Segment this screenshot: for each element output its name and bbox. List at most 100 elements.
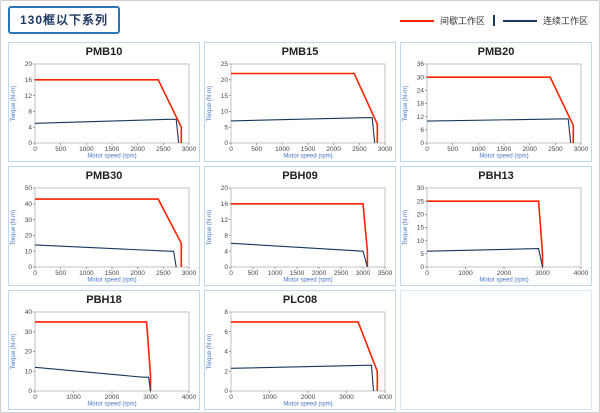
x-tick-label: 2500	[156, 146, 171, 153]
y-tick-label: 0	[420, 264, 424, 271]
y-tick-label: 8	[28, 109, 32, 116]
intermittent-legend-label: 间歇工作区	[439, 16, 485, 26]
y-tick-label: 0	[420, 140, 424, 147]
y-axis-label: Torque (N·m)	[207, 334, 213, 369]
y-tick-label: 25	[221, 61, 229, 68]
x-tick-label: 500	[55, 146, 66, 153]
x-tick-label: 1500	[290, 270, 305, 277]
y-tick-label: 12	[221, 217, 229, 224]
y-tick-label: 0	[28, 140, 32, 147]
x-tick-label: 1000	[458, 270, 473, 277]
y-axis-label: Torque (N·m)	[207, 210, 213, 245]
y-tick-label: 30	[417, 74, 425, 81]
x-tick-label: 2000	[130, 146, 145, 153]
x-tick-label: 3000	[182, 146, 197, 153]
intermittent-zone-line	[35, 78, 183, 143]
y-tick-label: 0	[28, 264, 32, 271]
x-tick-label: 1000	[262, 394, 277, 401]
x-tick-label: 0	[229, 270, 233, 277]
y-tick-label: 0	[28, 388, 32, 395]
y-tick-label: 30	[25, 217, 33, 224]
y-tick-label: 4	[224, 248, 228, 255]
x-axis-label: Motor speed (rpm)	[87, 278, 136, 284]
intermittent-zone-line	[35, 198, 183, 267]
y-tick-label: 18	[417, 101, 425, 108]
y-tick-label: 25	[417, 198, 425, 205]
x-tick-label: 1500	[105, 146, 120, 153]
y-tick-label: 0	[224, 264, 228, 271]
x-tick-label: 3500	[378, 270, 393, 277]
y-tick-label: 12	[25, 93, 33, 100]
x-tick-label: 0	[229, 146, 233, 153]
y-tick-label: 2	[224, 368, 228, 375]
plot-border	[34, 63, 190, 144]
y-axis-label: Torque (N·m)	[11, 210, 17, 245]
x-axis-label: Motor speed (rpm)	[87, 402, 136, 408]
x-tick-label: 1500	[497, 146, 512, 153]
x-tick-label: 2500	[548, 146, 563, 153]
intermittent-zone-line	[427, 76, 575, 143]
chart-title: PMB10	[85, 46, 123, 58]
x-tick-label: 3000	[339, 394, 354, 401]
chart-title: PMB15	[281, 46, 319, 58]
x-tick-label: 2000	[522, 146, 537, 153]
x-axis-label: Motor speed (rpm)	[283, 402, 332, 408]
continuous-zone-line	[230, 364, 375, 392]
y-tick-label: 4	[28, 124, 32, 131]
y-tick-label: 20	[25, 233, 33, 240]
y-tick-label: 6	[420, 127, 424, 134]
y-tick-label: 0	[224, 140, 228, 147]
chart-title: PLC08	[282, 294, 318, 306]
x-tick-label: 2000	[497, 270, 512, 277]
x-tick-label: 0	[33, 270, 37, 277]
y-tick-label: 15	[221, 93, 229, 100]
x-tick-label: 0	[425, 270, 429, 277]
chart-title: PMB30	[85, 170, 123, 182]
continuous-zone-line	[426, 248, 544, 268]
plot-border	[230, 187, 386, 268]
x-tick-label: 1000	[275, 146, 290, 153]
y-tick-label: 10	[25, 368, 33, 375]
header: 130框以下系列 间歇工作区 连续工作区	[8, 6, 592, 38]
chart-title: PMB20	[477, 46, 515, 58]
y-tick-label: 6	[224, 329, 228, 336]
x-tick-label: 3000	[378, 146, 393, 153]
continuous-line-icon	[502, 19, 537, 22]
continuous-zone-line	[230, 117, 376, 144]
x-tick-label: 1000	[79, 146, 94, 153]
x-axis-label: Motor speed (rpm)	[283, 278, 332, 284]
x-tick-label: 2000	[326, 146, 341, 153]
x-tick-label: 2000	[130, 270, 145, 277]
x-axis-label: Motor speed (rpm)	[479, 278, 528, 284]
y-tick-label: 40	[25, 309, 33, 316]
y-axis-label: Torque (N·m)	[11, 334, 17, 369]
y-tick-label: 30	[25, 329, 33, 336]
x-tick-label: 1000	[79, 270, 94, 277]
x-tick-label: 2500	[334, 270, 349, 277]
x-tick-label: 0	[425, 146, 429, 153]
x-tick-label: 3000	[143, 394, 158, 401]
intermittent-zone-line	[231, 202, 369, 267]
intermittent-zone-line	[231, 321, 379, 391]
x-tick-label: 4000	[378, 394, 393, 401]
x-tick-label: 0	[33, 394, 37, 401]
plot-border	[230, 311, 386, 392]
x-tick-label: 0	[229, 394, 233, 401]
x-tick-label: 2000	[105, 394, 120, 401]
x-tick-label: 2000	[312, 270, 327, 277]
x-tick-label: 500	[55, 270, 66, 277]
y-tick-label: 10	[417, 238, 425, 245]
continuous-zone-line	[230, 242, 368, 268]
x-tick-label: 0	[33, 146, 37, 153]
